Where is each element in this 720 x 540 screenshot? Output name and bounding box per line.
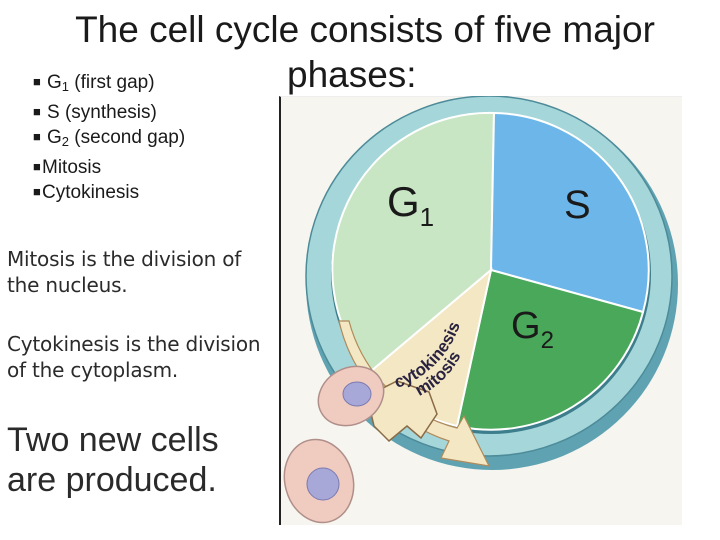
list-item-g2: ■G2 (second gap): [33, 127, 186, 149]
square-bullet-icon: ■: [33, 129, 41, 144]
list-item-cytokinesis: ■Cytokinesis: [33, 182, 140, 203]
sector-g2: [455, 268, 645, 431]
square-bullet-icon: ■: [33, 184, 41, 199]
list-item-s: ■S (synthesis): [33, 101, 157, 123]
result-statement: Two new cells are produced.: [7, 421, 219, 499]
s-label: S: [564, 183, 591, 227]
g2-label: G2: [511, 305, 554, 354]
slide-title: The cell cycle consists of five major: [75, 9, 655, 50]
nucleus-upper: [342, 381, 372, 407]
phase-list: ■G1 (first gap) ■S (synthesis) ■G2 (seco…: [33, 70, 185, 206]
cell-cycle-diagram: G1 S G2 cytokinesis mitosis: [283, 96, 678, 524]
division-arrow: [366, 380, 438, 443]
mitosis-definition: Mitosis is the division of the nucleus.: [7, 247, 242, 297]
g1-label: G1: [387, 178, 434, 232]
square-bullet-icon: ■: [33, 103, 41, 119]
list-item-mitosis: ■Mitosis: [33, 156, 102, 178]
slide-title-continued: phases:: [287, 54, 417, 95]
square-bullet-icon: ■: [33, 158, 41, 174]
sector-s: [489, 111, 650, 314]
square-bullet-icon: ■: [33, 74, 41, 89]
list-item-g1: ■G1 (first gap): [33, 72, 155, 94]
cytokinesis-definition: Cytokinesis is the division of the cytop…: [7, 332, 261, 382]
nucleus-lower: [306, 467, 340, 501]
